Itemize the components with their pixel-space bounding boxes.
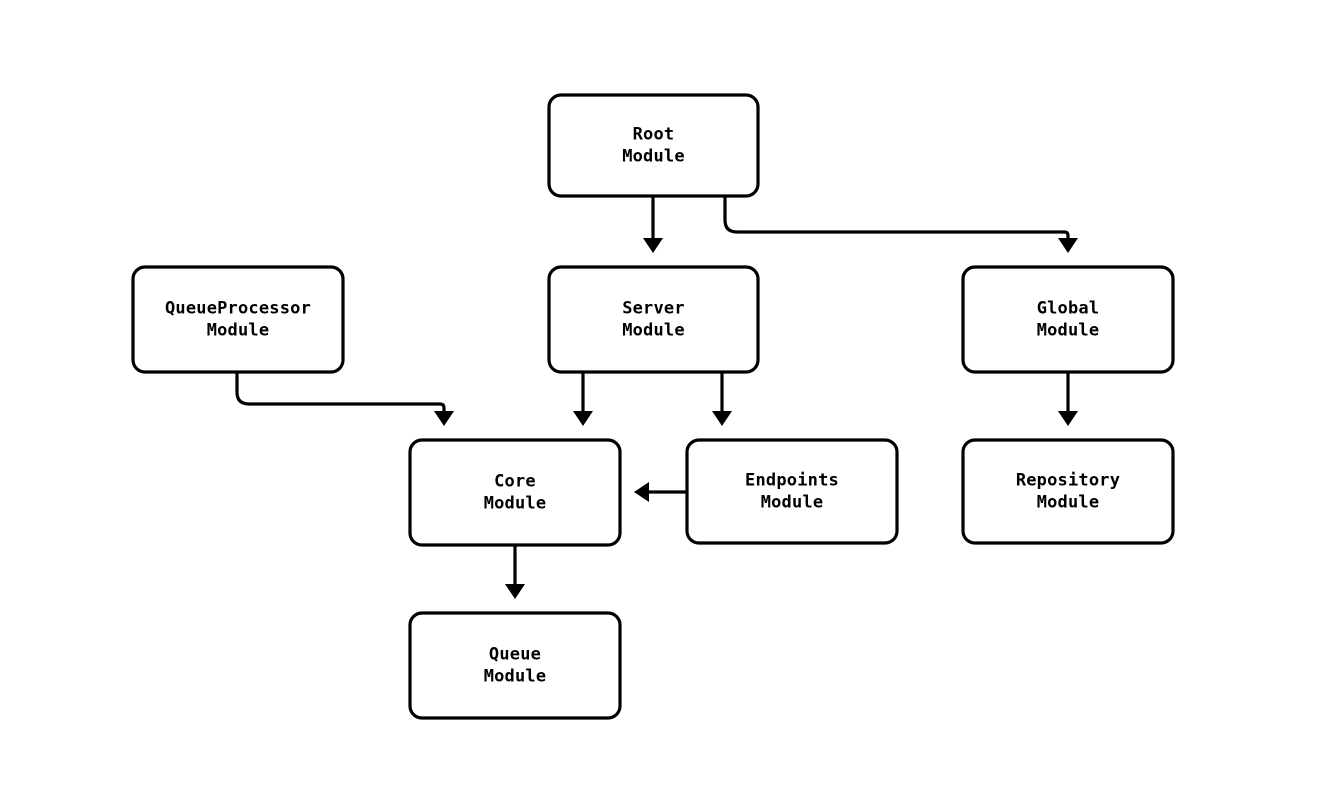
- edge-core-to-queue-arrowhead-icon: [505, 584, 525, 599]
- queue-module-node-label-line-1: Queue: [489, 645, 541, 665]
- edge-global-to-repository: [1058, 372, 1078, 426]
- edge-server-to-core: [573, 372, 593, 426]
- edge-global-to-repository-arrowhead-icon: [1058, 411, 1078, 426]
- queueprocessor-module-node-box: [131, 265, 345, 374]
- queue-module-node-label-line-2: Module: [484, 667, 547, 687]
- root-module-node-label-line-1: Root: [633, 125, 675, 145]
- edge-queueprocessor-to-core: [235, 372, 454, 426]
- repository-module-node-label-line-2: Module: [1037, 493, 1100, 513]
- edge-root-to-server-arrowhead-icon: [643, 238, 663, 253]
- server-module-node-box: [547, 265, 760, 374]
- endpoints-module-node-box: [685, 438, 899, 545]
- queue-module-node-box: [408, 611, 622, 720]
- queueprocessor-module-node-label-line-2: Module: [207, 321, 270, 341]
- core-module-node-box: [408, 438, 622, 547]
- nodes-layer: RootModuleQueueProcessorModuleServerModu…: [131, 93, 1175, 720]
- edges-layer: [235, 196, 1078, 599]
- edge-server-to-core-arrowhead-icon: [573, 411, 593, 426]
- edge-endpoints-to-core: [634, 482, 687, 502]
- global-module-node-box: [961, 265, 1175, 374]
- edge-endpoints-to-core-arrowhead-icon: [634, 482, 649, 502]
- edge-root-to-global-arrowhead-icon: [1058, 238, 1078, 253]
- repository-module-node-box: [961, 438, 1175, 545]
- edge-queueprocessor-to-core-line: [235, 372, 446, 412]
- endpoints-module-node-label-line-2: Module: [761, 493, 824, 513]
- edge-root-to-global: [723, 196, 1078, 253]
- edge-server-to-endpoints: [712, 372, 732, 426]
- core-module-node-label-line-2: Module: [484, 494, 547, 514]
- edge-server-to-endpoints-arrowhead-icon: [712, 411, 732, 426]
- repository-module-node-label-line-1: Repository: [1016, 471, 1120, 491]
- server-module-node-label-line-2: Module: [622, 321, 685, 341]
- server-module-node-label-line-1: Server: [622, 299, 685, 319]
- edge-queueprocessor-to-core-arrowhead-icon: [434, 411, 454, 426]
- queueprocessor-module-node-label-line-1: QueueProcessor: [165, 299, 311, 319]
- core-module-node-label-line-1: Core: [494, 472, 536, 492]
- edge-root-to-server: [643, 196, 663, 253]
- endpoints-module-node-label-line-1: Endpoints: [745, 471, 839, 491]
- global-module-node-label-line-2: Module: [1037, 321, 1100, 341]
- edge-core-to-queue: [505, 545, 525, 599]
- root-module-node-box: [547, 93, 760, 198]
- global-module-node-label-line-1: Global: [1037, 299, 1100, 319]
- root-module-node-label-line-2: Module: [622, 147, 685, 167]
- edge-root-to-global-line: [723, 196, 1070, 239]
